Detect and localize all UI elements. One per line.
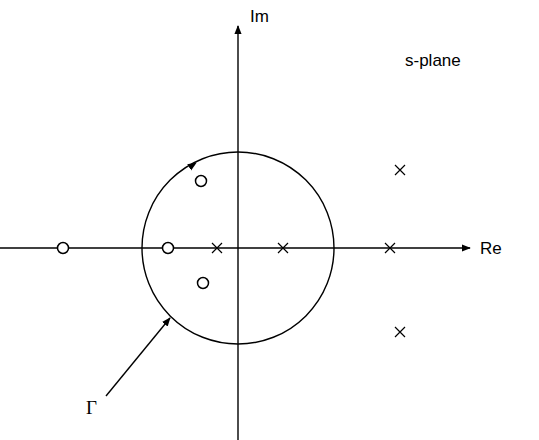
contour-pointer <box>106 318 170 396</box>
real-axis <box>0 247 470 248</box>
imaginary-axis <box>237 26 238 440</box>
contour-label: Γ <box>86 398 97 417</box>
zero-symbol <box>198 278 209 289</box>
zeros <box>58 176 209 289</box>
pole-symbol <box>212 243 222 253</box>
pole-symbol <box>278 243 288 253</box>
plane-label: s-plane <box>405 52 461 69</box>
pole-symbol <box>385 243 395 253</box>
axis-label: Re <box>480 240 502 257</box>
axis-label: Im <box>250 8 269 25</box>
pole-symbol <box>395 327 405 337</box>
contour-direction-arrow <box>182 163 196 172</box>
zero-symbol <box>196 176 207 187</box>
zero-symbol <box>163 243 174 254</box>
contour-circle <box>142 152 334 344</box>
pole-symbol <box>395 165 405 175</box>
poles <box>212 165 405 337</box>
zero-symbol <box>58 243 69 254</box>
